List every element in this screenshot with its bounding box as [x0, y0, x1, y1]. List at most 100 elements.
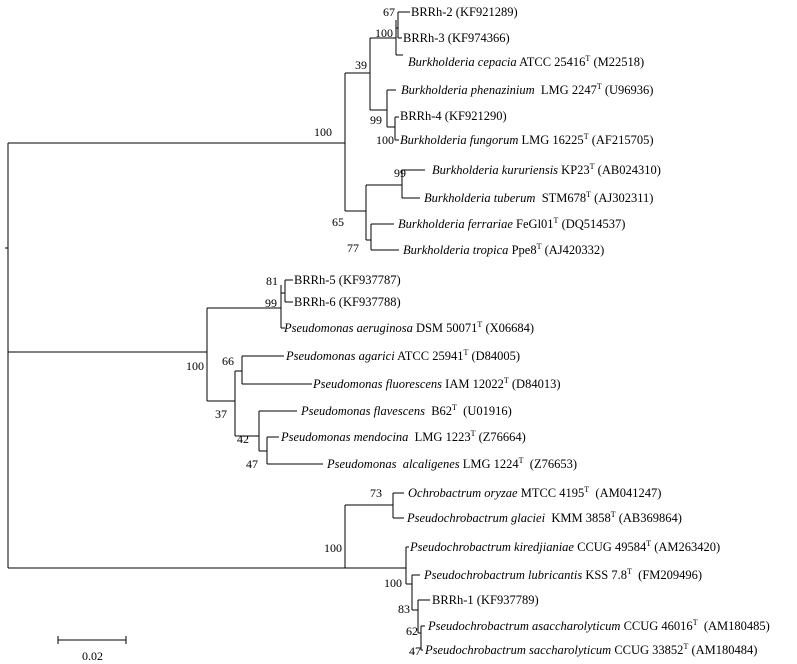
type-strain-superscript: T [586, 190, 591, 199]
taxon-label-t13: Pseudomonas aeruginosa DSM 50071T (X0668… [283, 320, 534, 335]
species-name: Pseudomonas agarici [285, 349, 395, 363]
strain-accession: (M22518) [590, 55, 644, 69]
strain-accession: B62 [425, 404, 452, 418]
species-name: Ochrobactrum oryzae [408, 486, 518, 500]
taxon-label-t2: BRRh-3 (KF974366) [403, 31, 510, 45]
strain-accession: DSM 50071 [413, 321, 478, 335]
type-strain-superscript: T [452, 403, 457, 412]
bootstrap-value: 100 [314, 125, 332, 139]
taxon-label-t25: Pseudochrobactrum saccharolyticum CCUG 3… [424, 642, 757, 657]
taxon-label-t7: Burkholderia kururiensis KP23T (AB024310… [432, 162, 661, 177]
taxon-label-t6: Burkholderia fungorum LMG 16225T (AF2157… [400, 132, 654, 147]
species-name: Pseudochrobactrum lubricantis [423, 568, 582, 582]
strain-accession: BRRh-3 (KF974366) [403, 31, 510, 45]
strain-accession: (AB024310) [595, 163, 661, 177]
strain-accession: STM678 [535, 191, 586, 205]
species-name: Pseudochrobactrum glaciei [406, 511, 546, 525]
strain-accession: ATCC 25416 [517, 55, 586, 69]
species-name: Pseudomonas aeruginosa [283, 321, 413, 335]
taxon-label-t24: Pseudochrobactrum asaccharolyticum CCUG … [427, 618, 770, 633]
type-strain-superscript: T [537, 242, 542, 251]
taxon-label-t15: Pseudomonas fluorescens IAM 12022T (D840… [312, 376, 560, 391]
species-name: Pseudochrobactrum asaccharolyticum [427, 619, 620, 633]
species-name: Pseudochrobactrum saccharolyticum [424, 643, 611, 657]
strain-accession: LMG 1223 [408, 430, 470, 444]
taxon-label-t19: Ochrobactrum oryzae MTCC 4195T (AM041247… [408, 485, 661, 500]
bootstrap-value: 47 [246, 457, 258, 471]
taxon-label-t11: BRRh-5 (KF937787) [294, 273, 401, 287]
strain-accession: MTCC 4195 [518, 486, 585, 500]
species-name: Pseudomonas fluorescens [312, 377, 442, 391]
scale-bar-label: 0.02 [82, 649, 103, 663]
species-name: Burkholderia tuberum [424, 191, 535, 205]
strain-accession: CCUG 46016 [620, 619, 692, 633]
bootstrap-value: 77 [347, 241, 359, 255]
strain-accession: LMG 1224 [460, 457, 520, 471]
taxon-label-t21: Pseudochrobactrum kiredjianiae CCUG 4958… [409, 539, 720, 554]
bootstrap-value: 81 [266, 274, 278, 288]
bootstrap-value: 62 [406, 624, 418, 638]
bootstrap-value: 99 [265, 296, 277, 310]
bootstrap-value: 100 [376, 133, 394, 147]
type-strain-superscript: T [597, 82, 602, 91]
strain-accession: BRRh-4 (KF921290) [400, 109, 507, 123]
type-strain-superscript: T [584, 485, 589, 494]
taxon-label-t8: Burkholderia tuberum STM678T (AJ302311) [424, 190, 653, 205]
type-strain-superscript: T [590, 162, 595, 171]
taxon-label-t1: BRRh-2 (KF921289) [411, 5, 518, 19]
strain-accession: LMG 16225 [518, 133, 583, 147]
strain-accession: (X06684) [482, 321, 534, 335]
bootstrap-value: 100 [186, 359, 204, 373]
strain-accession: (D84005) [468, 349, 520, 363]
species-name: Burkholderia fungorum [400, 133, 518, 147]
strain-accession: (Z76653) [524, 457, 577, 471]
taxon-label-t10: Burkholderia tropica Ppe8T (AJ420332) [403, 242, 604, 257]
bootstrap-value: 42 [237, 432, 249, 446]
taxon-label-t9: Burkholderia ferrariae FeGl01T (DQ514537… [398, 216, 625, 231]
species-name: Burkholderia cepacia [408, 55, 517, 69]
strain-accession: (AB369864) [616, 511, 682, 525]
bootstrap-value: 100 [375, 26, 393, 40]
strain-accession: ATCC 25941 [395, 349, 464, 363]
strain-accession: (AM263420) [651, 540, 720, 554]
taxon-label-t22: Pseudochrobactrum lubricantis KSS 7.8T (… [423, 567, 702, 582]
species-name: Burkholderia kururiensis [432, 163, 558, 177]
bootstrap-value: 65 [332, 215, 344, 229]
bootstrap-value: 99 [370, 113, 382, 127]
strain-accession: (D84013) [509, 377, 561, 391]
bootstrap-value: 47 [409, 644, 421, 658]
strain-accession: (AM180485) [698, 619, 770, 633]
taxon-labels: BRRh-2 (KF921289) BRRh-3 (KF974366) Burk… [280, 5, 770, 657]
type-strain-superscript: T [584, 132, 589, 141]
type-strain-superscript: T [519, 456, 524, 465]
bootstrap-value: 37 [215, 407, 227, 421]
taxon-label-t20: Pseudochrobactrum glaciei KMM 3858T (AB3… [406, 510, 682, 525]
scale-bar [57, 636, 127, 644]
strain-accession: (AJ420332) [541, 243, 604, 257]
species-name: Pseudomonas alcaligenes [326, 457, 460, 471]
strain-accession: BRRh-6 (KF937788) [294, 295, 401, 309]
strain-accession: (AF215705) [589, 133, 654, 147]
taxon-label-t17: Pseudomonas mendocina LMG 1223T (Z76664) [280, 429, 526, 444]
type-strain-superscript: T [627, 567, 632, 576]
bootstrap-value: 99 [394, 166, 406, 180]
bootstrap-values: 67 100 39 99 100 100 99 65 77 81 99 100 … [186, 5, 421, 658]
species-name: Burkholderia ferrariae [398, 217, 513, 231]
strain-accession: (U96936) [602, 83, 654, 97]
strain-accession: BRRh-5 (KF937787) [294, 273, 401, 287]
bootstrap-value: 100 [384, 576, 402, 590]
type-strain-superscript: T [554, 216, 559, 225]
strain-accession: IAM 12022 [442, 377, 504, 391]
bootstrap-value: 73 [370, 486, 382, 500]
taxon-label-t4: Burkholderia phenazinium LMG 2247T (U969… [401, 82, 653, 97]
strain-accession: LMG 2247 [535, 83, 597, 97]
type-strain-superscript: T [693, 618, 698, 627]
taxon-label-t5: BRRh-4 (KF921290) [400, 109, 507, 123]
type-strain-superscript: T [646, 539, 651, 548]
strain-accession: (AM180484) [688, 643, 757, 657]
bootstrap-value: 83 [398, 602, 410, 616]
taxon-label-t3: Burkholderia cepacia ATCC 25416T (M22518… [408, 54, 644, 69]
strain-accession: (AM041247) [589, 486, 661, 500]
